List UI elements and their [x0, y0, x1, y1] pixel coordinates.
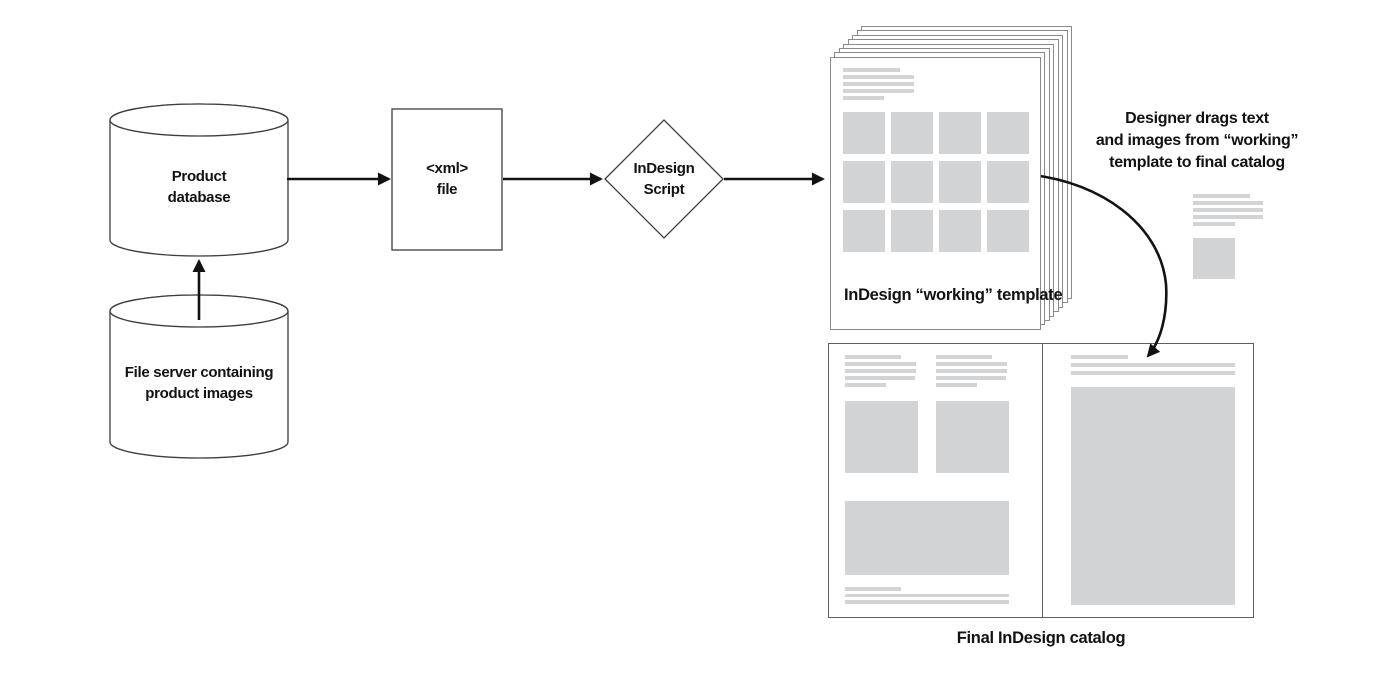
placeholder-image	[939, 161, 981, 203]
placeholder-image	[843, 161, 885, 203]
designer-drag-annotation: Designer drags text and images from “wor…	[1095, 110, 1299, 171]
placeholder-image	[845, 501, 1009, 575]
catalog-text-placeholder	[845, 587, 1009, 607]
placeholder-image	[987, 161, 1029, 203]
placeholder-text-bar	[1193, 208, 1263, 212]
placeholder-text-bar	[845, 355, 901, 359]
placeholder-image	[939, 210, 981, 252]
placeholder-text-bar	[1071, 355, 1128, 359]
placeholder-image	[987, 210, 1029, 252]
placeholder-text-bar	[936, 355, 992, 359]
placeholder-text-bar	[845, 587, 901, 591]
dragged-snippet	[1193, 194, 1263, 279]
working-template-page: InDesign “working” template	[830, 57, 1063, 330]
indesign-script-label: InDesign Script	[633, 160, 695, 198]
template-text-placeholder	[843, 68, 914, 103]
catalog-text-placeholder	[936, 355, 1007, 390]
final-catalog-caption: Final InDesign catalog	[956, 629, 1126, 647]
placeholder-image	[1071, 387, 1235, 605]
placeholder-text-bar	[936, 376, 1006, 380]
placeholder-text-bar	[1193, 194, 1250, 198]
placeholder-text-bar	[843, 82, 914, 86]
placeholder-image	[936, 401, 1009, 473]
placeholder-text-bar	[843, 89, 914, 93]
working-template-caption: InDesign “working” template	[844, 286, 1063, 304]
placeholder-text-bar	[1071, 363, 1235, 367]
placeholder-text-bar	[845, 376, 915, 380]
placeholder-text-bar	[843, 68, 900, 72]
placeholder-image	[845, 401, 918, 473]
placeholder-text-bar	[936, 362, 1007, 366]
placeholder-image	[843, 210, 885, 252]
placeholder-image	[1193, 238, 1235, 279]
placeholder-text-bar	[1193, 222, 1235, 226]
placeholder-text-bar	[843, 96, 884, 100]
placeholder-text-bar	[845, 362, 916, 366]
placeholder-text-bar	[845, 369, 916, 373]
catalog-spine-divider	[1042, 344, 1043, 617]
template-image-grid	[843, 112, 1029, 252]
placeholder-text-bar	[936, 369, 1007, 373]
placeholder-image	[891, 112, 933, 154]
file-server-label: File server containing product images	[124, 364, 274, 402]
placeholder-text-bar	[845, 593, 1009, 597]
catalog-text-placeholder	[845, 355, 916, 390]
placeholder-image	[939, 112, 981, 154]
placeholder-text-bar	[845, 383, 886, 387]
placeholder-image	[891, 210, 933, 252]
placeholder-text-bar	[936, 383, 977, 387]
placeholder-text-bar	[1193, 201, 1263, 205]
placeholder-image	[843, 112, 885, 154]
final-catalog-spread	[828, 343, 1254, 618]
placeholder-text-bar	[843, 75, 914, 79]
placeholder-text-bar	[845, 600, 1009, 604]
placeholder-image	[891, 161, 933, 203]
product-database-label: Product database	[167, 168, 231, 206]
placeholder-image	[987, 112, 1029, 154]
placeholder-text-bar	[1193, 215, 1263, 219]
placeholder-text-bar	[1071, 371, 1235, 375]
xml-file-label: <xml> file	[426, 160, 468, 198]
catalog-text-placeholder	[1071, 355, 1235, 379]
